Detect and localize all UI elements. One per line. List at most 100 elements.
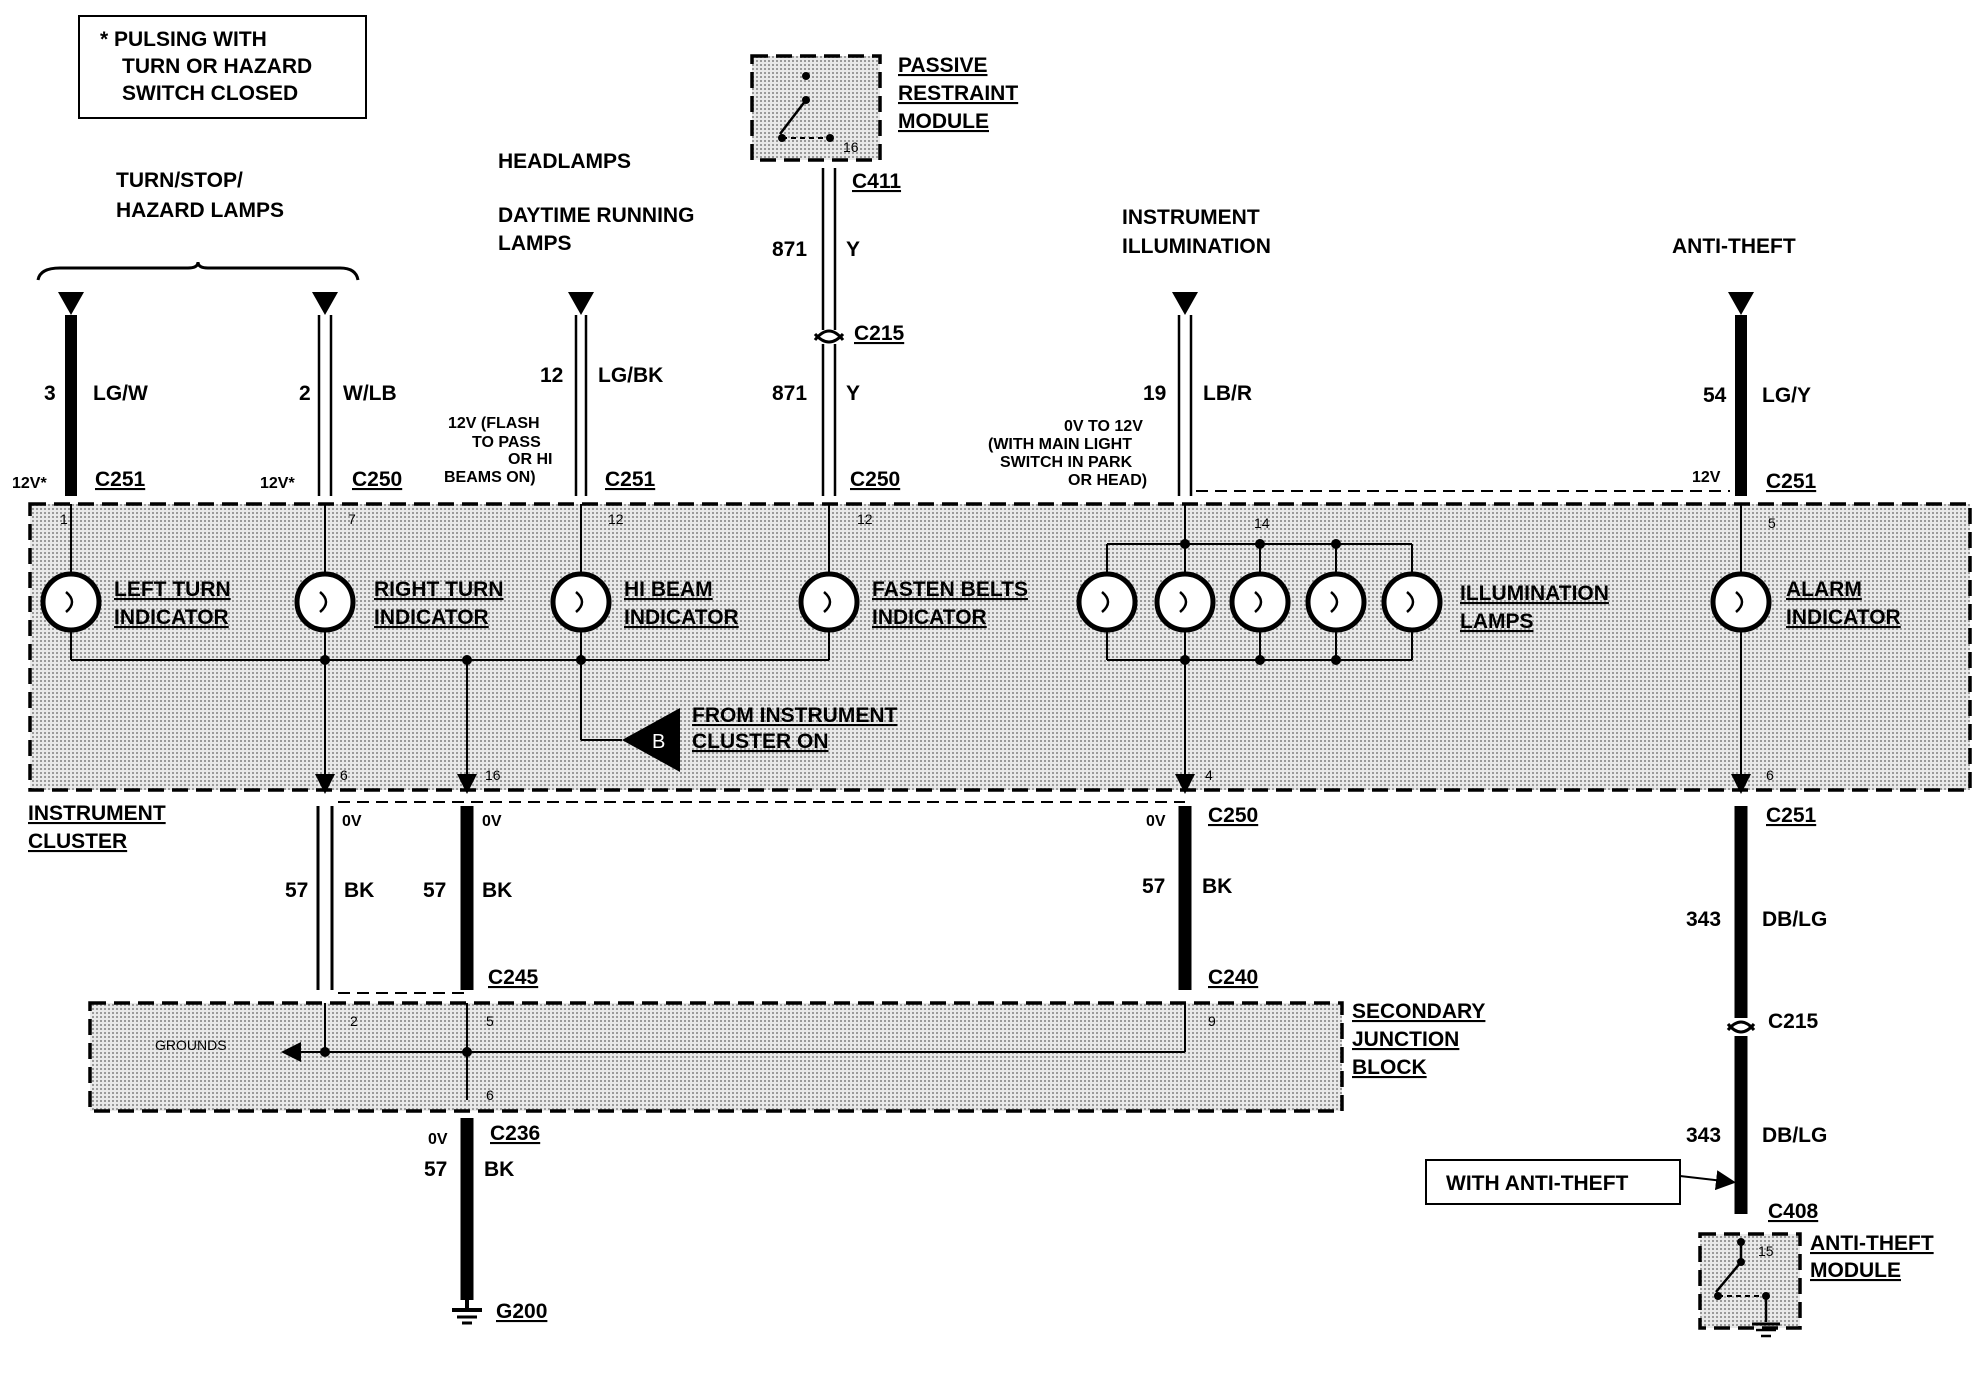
at-circuit-2: 343 [1686,1124,1721,1147]
prm-title-3: MODULE [898,110,989,133]
wire-lgw-voltage: 12V* [12,475,47,492]
wire-lgy-circuit: 54 [1703,384,1727,407]
gw3-color: BK [1202,875,1232,898]
gw2-color: BK [482,879,512,902]
group-headlamps: HEADLAMPS [498,150,631,173]
group-anti-theft: ANTI-THEFT [1672,235,1796,258]
cluster-internal-wiring [70,504,1751,794]
wire-lg-y: 54 LG/Y 12V C251 5 [1692,292,1817,531]
anti-theft-module: 15 ANTI-THEFT MODULE [1698,1232,1934,1338]
at-module-title-1: ANTI-THEFT [1810,1232,1934,1255]
wire-lgbk-connector: C251 [605,468,656,491]
wire-lgy-voltage: 12V [1692,469,1721,486]
wire-lgbk-color: LG/BK [598,364,663,387]
go-ground: G200 [496,1300,547,1323]
passive-restraint-module: 16 PASSIVE RESTRAINT MODULE [750,54,1018,162]
junction-block-box [88,1001,1344,1113]
jb-pin-out: 6 [486,1087,494,1103]
lamp-illumination-4 [1305,571,1367,633]
go-connector: C236 [490,1122,540,1145]
jb-title-2: JUNCTION [1352,1028,1459,1051]
gw3-connector: C250 [1208,804,1258,827]
note-box: * PULSING WITH TURN OR HAZARD SWITCH CLO… [78,15,367,119]
ref-line-1: FROM INSTRUMENT [692,704,897,727]
anti-theft-output: C251 343 DB/LG C215 343 DB/LG WITH ANTI-… [1425,804,1827,1223]
gw2-voltage: 0V [482,813,502,830]
group-illum-label-1: INSTRUMENT [1122,206,1260,229]
ground-out: C236 0V 57 BK G200 [424,1118,547,1325]
wire-lbr-voltage-1: 0V TO 12V [1064,418,1143,435]
wire-y-top-circuit: 871 [772,238,807,261]
go-voltage: 0V [428,1131,448,1148]
at-circuit: 343 [1686,908,1721,931]
gw3-circuit: 57 [1142,875,1165,898]
alarm-label-1: ALARM [1786,578,1862,601]
wire-w-lb: 2 W/LB 12V* C250 7 [260,292,402,527]
cluster-label-1: INSTRUMENT [28,802,166,825]
left-turn-label-1: LEFT TURN [114,578,231,601]
gw3-voltage: 0V [1146,813,1166,830]
group-brace [36,261,360,281]
group-drl-label-1: DAYTIME RUNNING [498,204,694,227]
lamp-right-turn [294,571,356,633]
prm-title-1: PASSIVE [898,54,987,77]
ground-wire-3: 0V C250 57 BK C240 [1142,804,1258,990]
wire-lgbk-circuit: 12 [540,364,563,387]
right-turn-label-1: RIGHT TURN [374,578,504,601]
module-ground-icon [1752,1322,1780,1338]
lamp-left-turn [40,571,102,633]
cluster-label-2: CLUSTER [28,830,127,853]
jb-pin-a: 2 [350,1013,358,1029]
from-cluster-reference: B FROM INSTRUMENT CLUSTER ON [622,704,897,772]
wire-lbr-voltage-3: SWITCH IN PARK [1000,454,1133,471]
group-turn-label-1: TURN/STOP/ [116,169,243,192]
lamp-fasten-belts [798,571,860,633]
wire-lgbk-voltage-2: TO PASS [472,434,541,451]
ground-symbol-icon [452,1300,482,1325]
with-anti-theft-box [1425,1159,1681,1205]
at-mid-connector: C215 [1768,1010,1819,1033]
fasten-belts-label-1: FASTEN BELTS [872,578,1028,601]
right-turn-label-2: INDICATOR [374,606,489,629]
cluster-pin-b: 16 [485,767,501,783]
ref-line-2: CLUSTER ON [692,730,829,753]
ground-wire-2: 0V 57 BK C245 [423,806,539,990]
wire-wlb-pin: 7 [348,511,356,527]
group-drl-label-2: LAMPS [498,232,572,255]
lamp-illumination-1 [1076,571,1138,633]
group-turn-label-2: HAZARD LAMPS [116,199,284,222]
wire-lbr-voltage-2: (WITH MAIN LIGHT [988,436,1132,453]
at-color: DB/LG [1762,908,1827,931]
note-line-2: TURN OR HAZARD [122,55,312,78]
wire-lbr-voltage-4: OR HEAD) [1068,472,1147,489]
illumination-label-1: ILLUMINATION [1460,582,1609,605]
lamp-illumination-5 [1381,571,1443,633]
group-turn-stop-hazard: TURN/STOP/ HAZARD LAMPS [36,169,360,281]
at-module-title-2: MODULE [1810,1259,1901,1282]
gw1-circuit: 57 [285,879,308,902]
wire-y-mid-connector: C215 [854,322,905,345]
ref-badge: B [652,731,665,753]
at-color-2: DB/LG [1762,1124,1827,1147]
wire-lgw-connector: C251 [95,468,146,491]
gw1-color: BK [344,879,374,902]
cluster-pin-a: 6 [340,767,348,783]
wire-lbr-pin: 14 [1254,515,1270,531]
hi-beam-label-1: HI BEAM [624,578,713,601]
wire-lgbk-voltage-3: OR HI [508,451,552,468]
gw2-circuit: 57 [423,879,446,902]
wire-wlb-circuit: 2 [299,382,311,405]
wire-lgbk-voltage-1: 12V (FLASH [448,415,540,432]
lamp-illumination-3 [1229,571,1291,633]
jb-pin-c: 9 [1208,1013,1216,1029]
wire-lg-bk: 12 LG/BK 12V (FLASH TO PASS OR HI BEAMS … [444,292,663,527]
jb-connector-right: C240 [1208,966,1258,989]
wire-wlb-connector: C250 [352,468,402,491]
wire-lbr-circuit: 19 [1143,382,1166,405]
gw1-voltage: 0V [342,813,362,830]
wire-y-pin: 12 [857,511,873,527]
jb-connector-left: C245 [488,966,539,989]
cluster-pin-c: 4 [1205,767,1213,783]
wire-y-color: Y [846,382,860,405]
